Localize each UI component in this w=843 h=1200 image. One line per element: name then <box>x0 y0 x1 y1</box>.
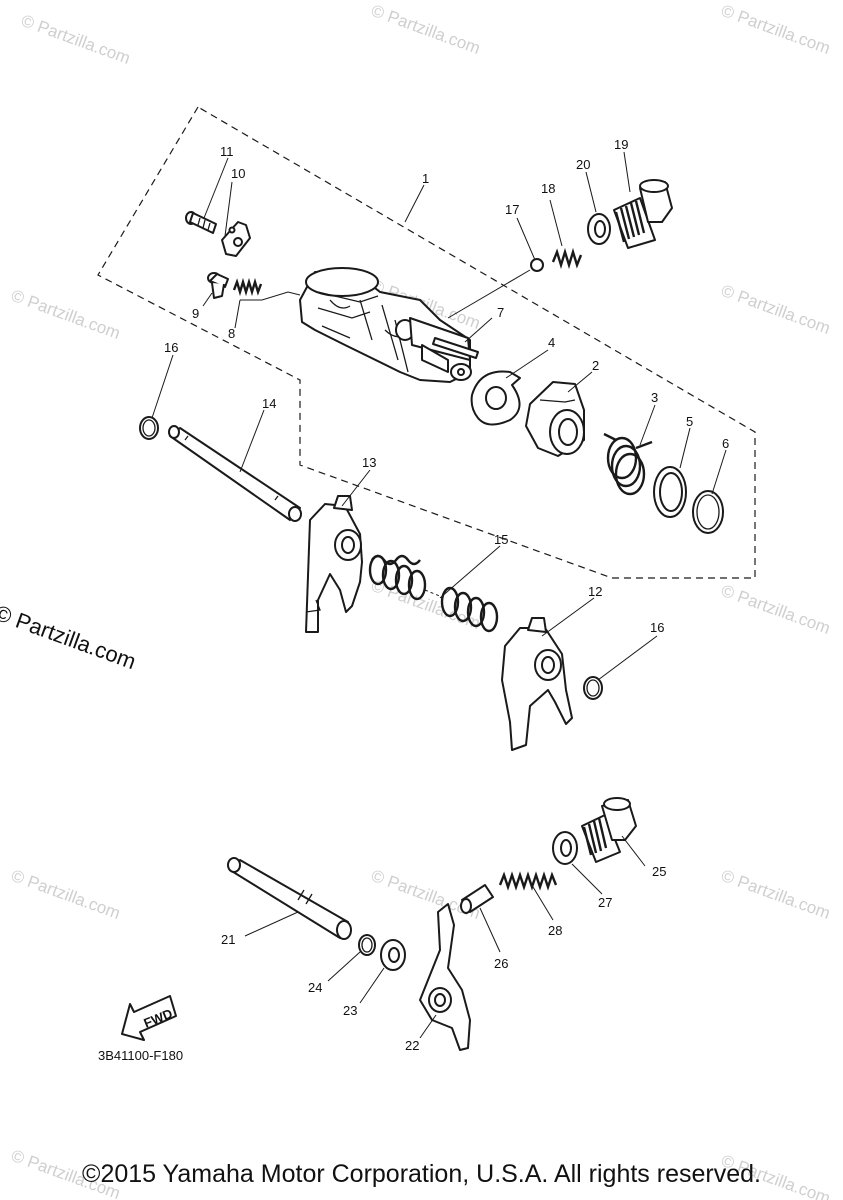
leader-lines <box>151 151 727 1039</box>
callout-26: 26 <box>494 956 508 971</box>
callout-7: 7 <box>497 305 504 320</box>
callout-5: 5 <box>686 414 693 429</box>
part-18-spring <box>551 247 583 270</box>
watermark: © Partzilla.com <box>719 1 833 58</box>
part-9-pin <box>207 272 229 299</box>
callout-10: 10 <box>231 166 245 181</box>
callout-24: 24 <box>308 980 322 995</box>
callout-1: 1 <box>422 171 429 186</box>
diagram-code: 3B41100-F180 <box>98 1048 184 1063</box>
callout-17: 17 <box>505 202 519 217</box>
part-17-ball <box>530 258 544 272</box>
part-11-screw <box>185 211 217 234</box>
callout-6: 6 <box>722 436 729 451</box>
watermark: © Partzilla.com <box>719 866 833 923</box>
callout-25: 25 <box>652 864 666 879</box>
callout-15: 15 <box>494 532 508 547</box>
callout-12: 12 <box>588 584 602 599</box>
callout-23: 23 <box>343 1003 357 1018</box>
part-15-springs <box>368 554 499 633</box>
callout-8: 8 <box>228 326 235 341</box>
part-4-stopper <box>470 370 521 426</box>
part-28-spring <box>498 871 558 891</box>
fwd-arrow-icon: FWD <box>121 995 177 1041</box>
part-2-segment <box>525 381 585 457</box>
part-16-circlip-lower <box>583 676 603 700</box>
callout-2: 2 <box>592 358 599 373</box>
part-8-spring <box>232 277 263 297</box>
callouts: 1 2 3 4 5 6 7 8 9 10 11 12 13 14 15 16 1… <box>164 137 729 1053</box>
callout-21: 21 <box>221 932 235 947</box>
callout-19: 19 <box>614 137 628 152</box>
part-13-shift-fork <box>305 495 363 633</box>
part-6-circlip <box>692 490 724 534</box>
callout-4: 4 <box>548 335 555 350</box>
part-1-shift-drum <box>299 267 472 383</box>
part-12-shift-fork <box>501 617 573 751</box>
callout-13: 13 <box>362 455 376 470</box>
callout-20: 20 <box>576 157 590 172</box>
callout-18: 18 <box>541 181 555 196</box>
copyright-notice: ©2015 Yamaha Motor Corporation, U.S.A. A… <box>82 1160 761 1188</box>
watermark: © Partzilla.com <box>369 866 483 923</box>
callout-3: 3 <box>651 390 658 405</box>
callout-14: 14 <box>262 396 276 411</box>
part-20-washer <box>587 213 611 245</box>
part-26-pin <box>460 884 494 914</box>
watermark: © Partzilla.com <box>19 11 133 68</box>
part-14-shaft <box>168 425 302 522</box>
callout-16-lower: 16 <box>650 620 664 635</box>
part-19-bolt <box>613 179 673 249</box>
callout-28: 28 <box>548 923 562 938</box>
watermark: © Partzilla.com <box>719 581 833 638</box>
part-27-washer <box>552 831 578 865</box>
part-5-washer <box>653 466 687 518</box>
part-24-circlip <box>358 934 376 956</box>
part-25-bolt <box>581 797 637 863</box>
part-21-shift-shaft <box>227 857 352 940</box>
part-16-circlip-upper <box>139 416 159 440</box>
callout-22: 22 <box>405 1038 419 1053</box>
callout-27: 27 <box>598 895 612 910</box>
part-22-shift-lever <box>419 903 471 1051</box>
part-23-washer <box>380 939 406 971</box>
callout-9: 9 <box>192 306 199 321</box>
callout-11: 11 <box>220 144 234 159</box>
assembly-boundary <box>97 106 756 579</box>
part-3-spring <box>603 432 653 496</box>
part-7-pin <box>432 337 479 359</box>
watermark: © Partzilla.com <box>719 281 833 338</box>
watermark: © Partzilla.com <box>9 286 123 343</box>
part-10-plate <box>221 221 251 257</box>
watermark: © Partzilla.com <box>9 866 123 923</box>
watermark: © Partzilla.com <box>369 1 483 58</box>
callout-16-upper: 16 <box>164 340 178 355</box>
